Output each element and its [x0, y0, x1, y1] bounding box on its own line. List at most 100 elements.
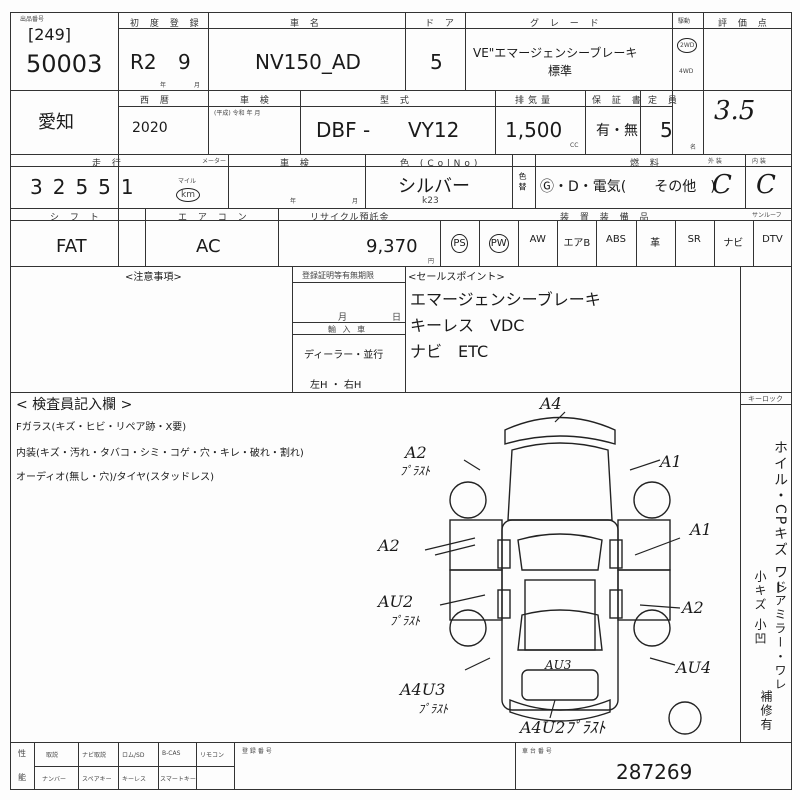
keylock-label: キーロック [748, 395, 783, 403]
check-nav-manual: ナビ取説 [82, 752, 107, 759]
import-dealer: ディーラー・並行 [304, 350, 384, 361]
damage-right-rear: AU4 [676, 658, 712, 677]
damage-front: A4 [540, 394, 562, 413]
door-label: ド ア [425, 19, 458, 29]
front-bumper-outline [504, 416, 616, 445]
mileage: 32551 [30, 175, 144, 199]
damage-left-door: A2 [378, 536, 400, 555]
chassis-label: 車 台 番 号 [522, 748, 552, 755]
roof [524, 579, 596, 651]
color-label: 色 (ColNo) [400, 159, 482, 169]
car-name: NV150_AD [255, 50, 361, 74]
chassis-number: 287269 [616, 760, 693, 784]
lot-number: 50003 [26, 50, 103, 78]
bottom-label-2: 能 [18, 773, 26, 782]
check-rom-sd: ロム/SD [122, 752, 145, 759]
side-note-4: 補修有 [759, 690, 773, 732]
sales-point-3: ナビ ETC [410, 342, 489, 361]
left-middle-door [449, 569, 503, 621]
damage-left-rear-door-sub: ﾌﾟﾗｽﾄ [390, 614, 421, 628]
sales-point-2: キーレス VDC [410, 316, 525, 335]
warranty-label: 保 証 書 [592, 96, 645, 106]
fuel-label: 燃 料 [630, 159, 663, 169]
sales-point-1: エマージェンシーブレーキ [410, 290, 601, 309]
plate-label: 登録証明等有無期限 [302, 271, 374, 280]
inspector-note-2: 内装(キズ・汚れ・タバコ・シミ・コゲ・穴・キレ・破れ・割れ) [16, 448, 304, 459]
windshield [517, 533, 603, 571]
equipment-item: ABS [606, 234, 626, 245]
inspection-label: 車 検 [240, 96, 273, 106]
check-manual: 取説 [46, 752, 59, 759]
damage-left-rear: A4U3 [400, 680, 446, 699]
spare-wheel [668, 701, 702, 735]
shift-label: シ フ ト [50, 213, 103, 223]
rear-bumper-outline [509, 698, 611, 722]
year-unit: 年 [160, 82, 167, 89]
mileage-unit-km: km [176, 188, 200, 202]
left-front-door [449, 519, 503, 571]
lot-tag: 出品番号 [20, 16, 45, 23]
left-front-wheel [449, 481, 487, 519]
month-unit-2: 月 [352, 198, 359, 205]
interior-label: 内 装 [752, 158, 766, 165]
equipment-item: PW [479, 234, 518, 253]
aircon-label: エ ア コ ン [178, 213, 251, 223]
auction-code: [249] [28, 25, 72, 44]
meter-label: メーター [202, 158, 227, 165]
side-note-1: ホイル・CPキズ ワレ [772, 440, 788, 597]
model-no-label: 登 録 番 号 [242, 748, 272, 755]
right-front-wheel [633, 481, 671, 519]
damage-right-rear-door: A2 [682, 598, 704, 617]
mileage-unit-mile: マイル [178, 178, 197, 185]
damage-rear-center: AU3 [545, 658, 572, 672]
damage-rear-bumper: A4U2ﾌﾟﾗｽﾄ [520, 718, 606, 737]
eval-label: 評 価 点 [718, 19, 771, 29]
grade-line1: VE"エマージェンシーブレーキ [473, 46, 638, 60]
capacity-unit: 名 [690, 144, 697, 151]
cc-unit: CC [570, 142, 579, 149]
inspection-sub: (平成) 令和 年 月 [214, 110, 261, 117]
first-reg-month: 9 [178, 50, 191, 74]
rear-hatch [521, 669, 599, 701]
inspector-note-3: オーディオ(無し・穴)/タイヤ(スタッドレス) [16, 472, 214, 483]
left-window-2 [497, 589, 511, 619]
drive-4wd: 4WD [679, 68, 694, 75]
recycle-label: リサイクル預託金 [310, 213, 390, 223]
caution-label: <注意事項> [125, 272, 182, 283]
check-keyless: キーレス [122, 776, 147, 783]
first-reg-era: R2 [130, 50, 157, 74]
check-plate: ナンバー [42, 776, 67, 783]
recycle: 9,370 [366, 236, 418, 257]
right-rear-wheel [633, 609, 671, 647]
bottom-label-1: 性 [18, 749, 26, 758]
car-diagram [424, 411, 702, 735]
equipment-item: DTV [762, 234, 783, 245]
drive-2wd: 2WD [677, 38, 698, 53]
capacity-label: 定 員 [648, 96, 681, 106]
region: 愛知 [38, 112, 74, 133]
inspector-note-1: Fガラス(キズ・ヒビ・リペア跡・X要) [16, 422, 187, 433]
equipment-item: 革 [650, 238, 661, 249]
import-label: 輸 入 車 [328, 325, 368, 334]
check-remote: リモコン [200, 752, 225, 759]
fuel: Ⓖ・D・電気( その他 ) [540, 179, 716, 195]
displacement-label: 排気量 [515, 96, 555, 106]
shift: FAT [56, 236, 87, 257]
year-unit-2: 年 [290, 198, 297, 205]
equipment-item: SR [687, 234, 701, 245]
yen-unit: 円 [428, 258, 435, 265]
rear-window [517, 609, 603, 651]
model-code: VY12 [408, 118, 460, 142]
damage-left-rear-sub: ﾌﾟﾗｽﾄ [418, 702, 449, 716]
exterior-label: 外 装 [708, 158, 722, 165]
damage-right-front: A1 [660, 452, 682, 471]
color-no: k23 [422, 196, 439, 206]
warranty: 有・無 [596, 123, 638, 139]
month-unit-3: 月 [338, 313, 348, 323]
car-name-label: 車 名 [290, 19, 323, 29]
model-year: 2020 [132, 120, 168, 136]
drive-label: 駆動 [678, 18, 691, 25]
model-prefix: DBF - [316, 118, 371, 142]
damage-left-rear-door: AU2 [378, 592, 414, 611]
